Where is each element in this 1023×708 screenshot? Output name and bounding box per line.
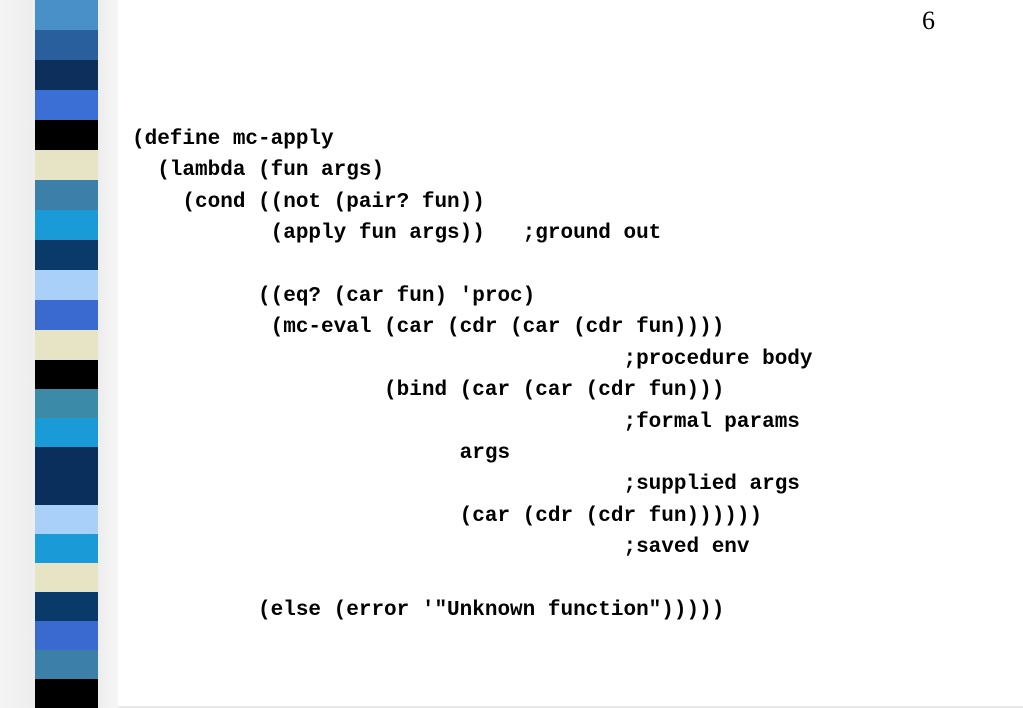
code-line: (car (cdr (cdr fun)))))) — [132, 504, 763, 528]
stripe-band — [35, 300, 98, 330]
stripe-band — [35, 476, 98, 505]
code-line: (bind (car (car (cdr fun))) — [132, 379, 725, 403]
decorative-stripe — [35, 0, 98, 708]
stripe-band — [35, 592, 98, 621]
stripe-band — [35, 120, 98, 150]
code-line: args — [132, 441, 511, 465]
stripe-band — [35, 389, 98, 418]
stripe-band — [35, 150, 98, 180]
stripe-band — [35, 90, 98, 120]
stripe-band — [35, 0, 98, 30]
code-line: ;saved env — [132, 536, 750, 560]
stripe-band — [35, 534, 98, 563]
stripe-band — [35, 447, 98, 476]
code-line: (else (error '"Unknown function"))))) — [132, 598, 725, 622]
stripe-band — [35, 621, 98, 650]
stripe-band — [35, 650, 98, 679]
code-line: ;supplied args — [132, 473, 800, 497]
stripe-band — [35, 679, 98, 708]
stripe-band — [35, 180, 98, 210]
stripe-band — [35, 270, 98, 300]
code-line: (apply fun args)) ;ground out — [132, 222, 662, 246]
code-line — [132, 563, 813, 594]
code-line: (mc-eval (car (cdr (car (cdr fun)))) — [132, 316, 725, 340]
code-line: ;procedure body — [132, 347, 813, 371]
stripe-band — [35, 418, 98, 447]
code-line — [132, 250, 813, 281]
stripe-band — [35, 210, 98, 240]
stripe-band — [35, 240, 98, 270]
stripe-band — [35, 330, 98, 360]
stripe-band — [35, 563, 98, 592]
code-line: ;formal params — [132, 410, 800, 434]
stripe-band — [35, 60, 98, 90]
code-line: (cond ((not (pair? fun)) — [132, 190, 485, 214]
page-number: 6 — [922, 6, 935, 35]
code-line: (lambda (fun args) — [132, 159, 385, 183]
bottom-rule — [118, 706, 1023, 708]
code-block: (define mc-apply (lambda (fun args) (con… — [132, 124, 813, 626]
code-line: (define mc-apply — [132, 128, 334, 151]
code-line: ((eq? (car fun) 'proc) — [132, 284, 536, 308]
stripe-band — [35, 505, 98, 534]
stripe-band — [35, 360, 98, 389]
stripe-band — [35, 30, 98, 60]
